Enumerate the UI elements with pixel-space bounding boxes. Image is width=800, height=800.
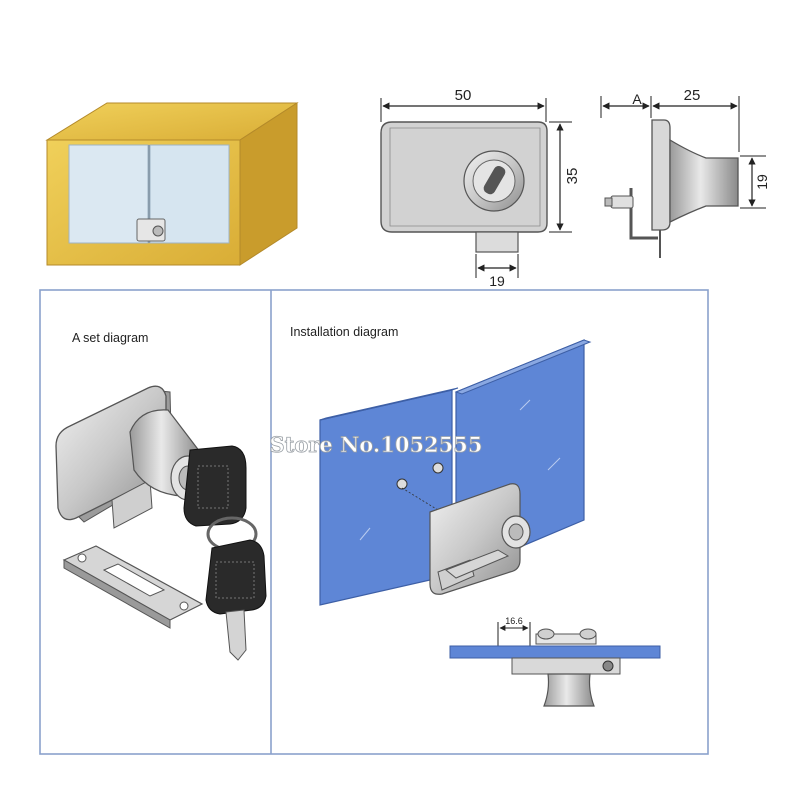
installation-diagram (319, 339, 592, 606)
front-view-drawing: 50 35 19 (380, 87, 581, 289)
cabinet-illustration (45, 102, 299, 266)
bottom-dimension-label: 19 (489, 273, 505, 289)
clearance-dimension-label: 16.6 (505, 616, 523, 626)
side-view-drawing: A 25 19 (600, 87, 770, 258)
side-a-dimension-label: A (632, 91, 642, 107)
set-diagram (55, 385, 267, 661)
set-diagram-title: A set diagram (72, 331, 148, 345)
width-dimension-label: 50 (455, 87, 472, 104)
panel-frame (39, 289, 709, 755)
side-height-dimension-label: 19 (754, 174, 770, 190)
side-depth-dimension-label: 25 (684, 87, 701, 104)
section-detail: 16.6 (449, 616, 661, 707)
height-dimension-label: 35 (564, 168, 581, 185)
store-watermark: Store No.1052555 (269, 432, 482, 457)
installation-diagram-title: Installation diagram (290, 325, 398, 339)
